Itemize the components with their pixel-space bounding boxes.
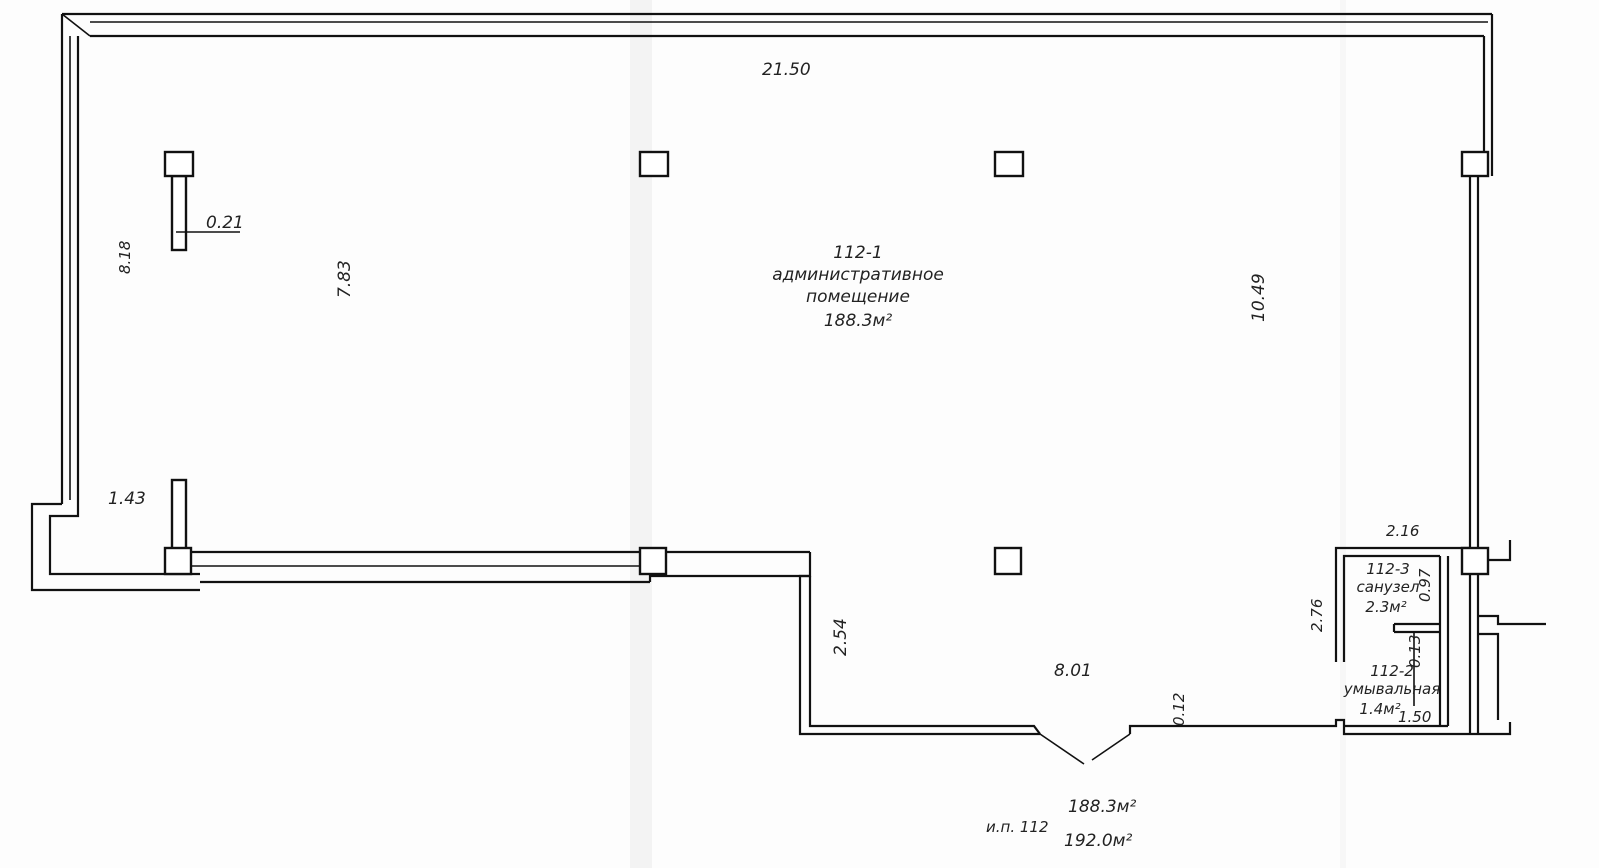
bottom-left-wall bbox=[178, 550, 812, 584]
room-112-2-label: 112-2 умывальная 1.4м² bbox=[1343, 662, 1441, 718]
dim-inner-height: 7.83 bbox=[335, 260, 355, 298]
area-summary: 188.3м² и.п. 112 192.0м² bbox=[986, 797, 1136, 851]
room-name-line1: административное bbox=[772, 265, 944, 285]
dim-step-height: 2.54 bbox=[831, 618, 851, 656]
entrance-door bbox=[1039, 733, 1131, 765]
dim-wash-width: 1.50 bbox=[1398, 708, 1431, 726]
bottom-right-wall bbox=[1128, 718, 1512, 736]
summary-unit-label: и.п. 112 bbox=[986, 818, 1049, 836]
column-3 bbox=[993, 150, 1025, 178]
scan-fold-shade-right bbox=[1340, 0, 1346, 868]
column-5 bbox=[163, 546, 193, 576]
dim-wc-depth: 0.97 bbox=[1416, 568, 1434, 602]
dim-wc-height: 2.76 bbox=[1308, 599, 1326, 632]
room-name: умывальная bbox=[1343, 680, 1441, 698]
summary-total-area: 192.0м² bbox=[1064, 831, 1132, 851]
scan-fold-shade bbox=[630, 0, 652, 868]
room-area: 188.3м² bbox=[824, 311, 892, 331]
dim-top-width: 21.50 bbox=[762, 60, 811, 80]
column-7 bbox=[993, 546, 1023, 576]
dim-column-offset: 0.21 bbox=[206, 213, 244, 233]
column-8 bbox=[1460, 546, 1490, 576]
dim-bottom-left: 1.43 bbox=[108, 489, 146, 509]
dim-wall-thickness: 0.12 bbox=[1170, 693, 1188, 726]
dim-wc-width: 2.16 bbox=[1386, 522, 1419, 540]
dim-partition: 0.13 bbox=[1406, 635, 1424, 668]
room-112-3-label: 112-3 санузел 2.3м² bbox=[1357, 560, 1420, 616]
room-112-1-label: 112-1 административное помещение 188.3м² bbox=[772, 243, 944, 331]
left-wall bbox=[30, 14, 200, 592]
column-2 bbox=[638, 150, 670, 178]
dim-left-height: 8.18 bbox=[116, 241, 134, 274]
room-area: 1.4м² bbox=[1359, 700, 1400, 718]
room-id: 112-1 bbox=[833, 243, 882, 263]
wc-block bbox=[1334, 546, 1480, 734]
dim-right-height: 10.49 bbox=[1249, 273, 1269, 322]
column-6 bbox=[638, 546, 668, 576]
column-1 bbox=[163, 150, 195, 178]
top-wall bbox=[61, 12, 1492, 38]
dim-bottom-width: 8.01 bbox=[1054, 661, 1092, 681]
columns bbox=[163, 150, 1490, 576]
summary-main-area: 188.3м² bbox=[1068, 797, 1136, 817]
step-wall bbox=[798, 574, 1041, 736]
column-4 bbox=[1460, 150, 1490, 178]
right-wall bbox=[1468, 14, 1494, 548]
room-id: 112-2 bbox=[1370, 662, 1414, 680]
room-name: санузел bbox=[1357, 578, 1420, 596]
room-area: 2.3м² bbox=[1365, 598, 1406, 616]
room-id: 112-3 bbox=[1366, 560, 1410, 578]
room-name-line2: помещение bbox=[806, 287, 910, 307]
